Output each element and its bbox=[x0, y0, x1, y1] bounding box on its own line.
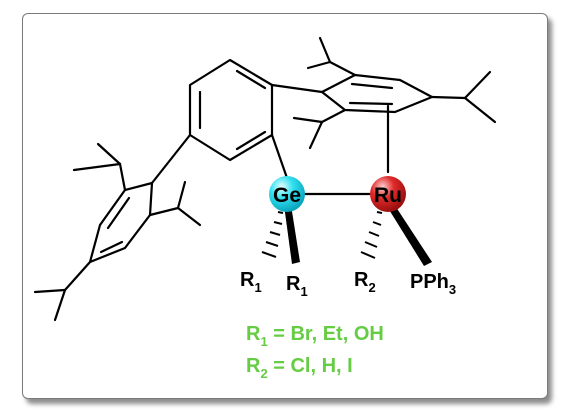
r1-left-label: R1 bbox=[240, 269, 262, 295]
r2-label: R2 bbox=[354, 269, 376, 295]
pph3-label: PPh3 bbox=[410, 271, 456, 297]
right-dipp-ring bbox=[320, 73, 434, 114]
legend-r1-line: R1 = Br, Et, OH bbox=[246, 323, 384, 349]
ge-r1-hash bbox=[261, 211, 284, 258]
ge-aryl-bond bbox=[270, 133, 289, 180]
germanium-sphere bbox=[269, 176, 305, 212]
ge-r1-wedge bbox=[284, 205, 300, 264]
ruthenium-label: Ru bbox=[374, 184, 402, 207]
aryl-bond-left bbox=[150, 133, 192, 185]
ruthenium-sphere bbox=[370, 176, 406, 212]
left-dipp-ring bbox=[88, 181, 154, 264]
ru-r2-hash bbox=[360, 211, 383, 259]
r1-right-label: R1 bbox=[286, 273, 308, 299]
central-benzene-ring bbox=[188, 58, 274, 162]
aryl-bond-right bbox=[270, 83, 324, 94]
germanium-label: Ge bbox=[273, 184, 301, 207]
legend-r2-line: R2 = Cl, H, I bbox=[246, 355, 353, 381]
ru-pph3-wedge bbox=[388, 204, 432, 266]
